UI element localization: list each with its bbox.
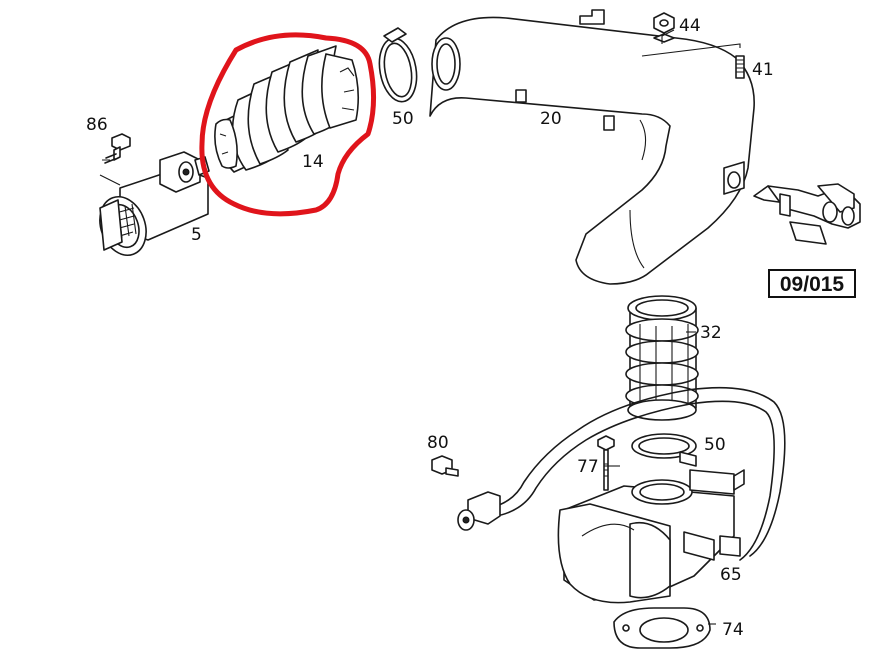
label-leaders xyxy=(604,331,716,625)
leader-lines xyxy=(641,29,741,57)
label-14: 14 xyxy=(302,152,324,172)
reference-code-box[interactable]: 09/015 xyxy=(768,269,856,298)
part-77-bolt[interactable] xyxy=(597,435,615,491)
label-5: 5 xyxy=(191,225,202,245)
label-77: 77 xyxy=(577,457,599,477)
reference-code: 09/015 xyxy=(780,273,845,296)
label-44: 44 xyxy=(679,16,701,36)
label-41: 41 xyxy=(752,60,774,80)
part-50-hose-clamp-bottom[interactable] xyxy=(631,433,697,467)
part-74-gasket[interactable] xyxy=(613,607,711,649)
part-86-bolt[interactable] xyxy=(99,133,131,186)
label-65: 65 xyxy=(720,565,742,585)
label-50-bottom: 50 xyxy=(704,435,726,455)
label-86: 86 xyxy=(86,115,108,135)
highlight-outline xyxy=(199,32,377,217)
part-65-intake-housing[interactable] xyxy=(557,469,745,604)
label-80: 80 xyxy=(427,433,449,453)
part-41-stud[interactable] xyxy=(735,55,745,79)
label-50-top: 50 xyxy=(392,109,414,129)
vent-hose xyxy=(457,386,786,561)
label-20: 20 xyxy=(540,109,562,129)
part-09-015-sensor-assembly[interactable] xyxy=(753,183,861,245)
part-20-intake-pipe[interactable] xyxy=(429,9,755,285)
part-80-fitting[interactable] xyxy=(431,455,459,477)
part-44-nut[interactable] xyxy=(653,12,675,43)
label-32: 32 xyxy=(700,323,722,343)
part-14-intake-bellows[interactable] xyxy=(214,45,360,173)
label-74: 74 xyxy=(722,620,744,640)
part-5-air-mass-meter[interactable] xyxy=(92,151,210,262)
part-50-hose-clamp-top[interactable] xyxy=(375,27,422,105)
